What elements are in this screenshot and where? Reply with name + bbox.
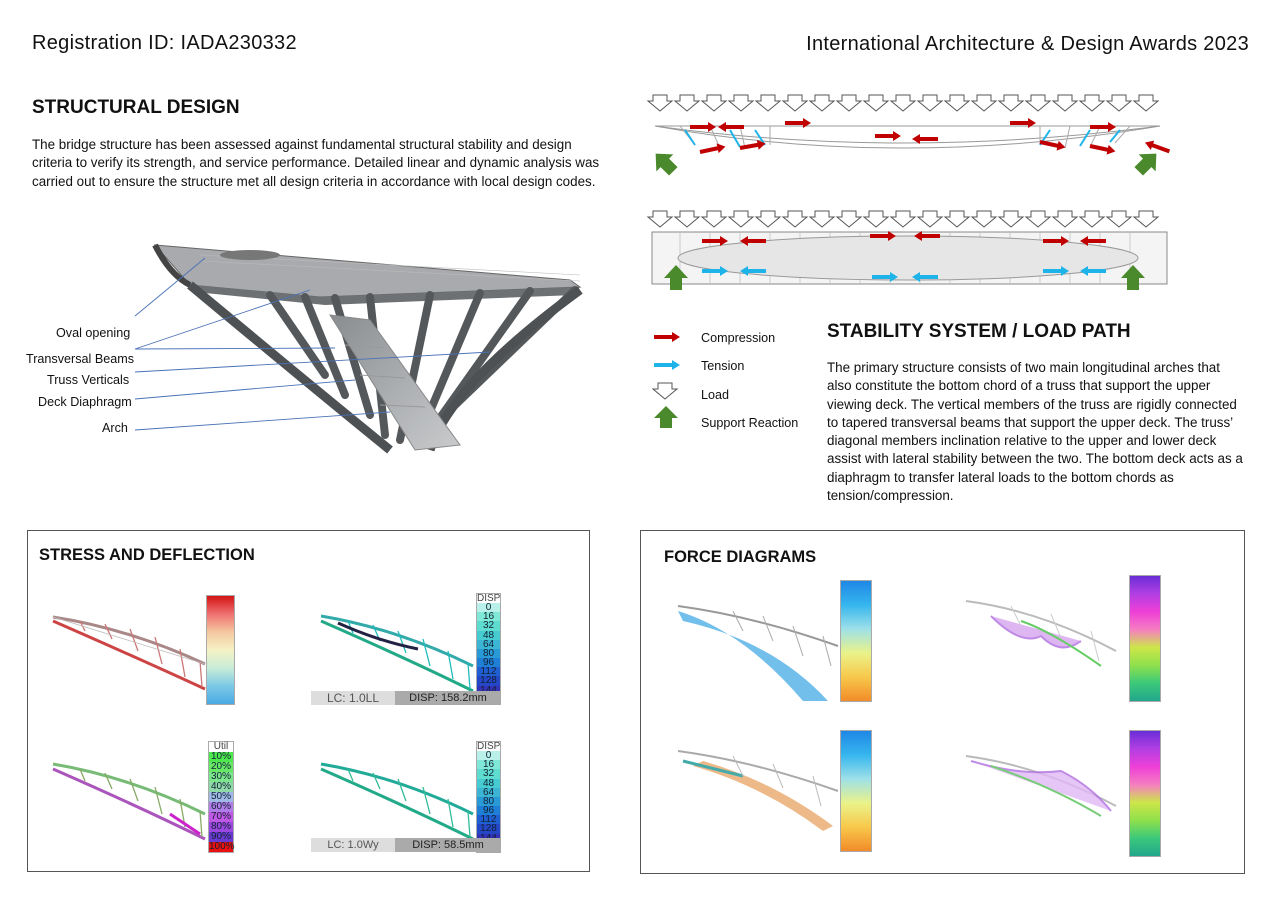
scale-value: 32 — [477, 769, 500, 779]
scale-value: 0 — [477, 603, 500, 613]
load-path-diagrams — [647, 94, 1172, 290]
scale-value: 20% — [209, 761, 233, 772]
axial-force-model-2 — [677, 750, 839, 831]
scale-value: 112 — [477, 667, 500, 677]
scale-header: DISP — [477, 741, 501, 752]
legend-tension-label: Tension — [701, 359, 745, 373]
axial-scale-2 — [840, 730, 872, 852]
legend-tension: Tension — [652, 359, 744, 374]
legend-compression-label: Compression — [701, 331, 776, 345]
tension-arrow-icon — [654, 360, 680, 370]
scale-value: 90% — [209, 831, 233, 842]
load-arrow-icon — [651, 382, 679, 400]
scale-value: 96 — [477, 806, 500, 816]
scale-value: 32 — [477, 621, 500, 631]
force-diagrams-panel: FORCE DIAGRAMS — [640, 530, 1245, 874]
registration-id: Registration ID: IADA230332 — [32, 32, 297, 54]
scale-value: 10% — [209, 751, 233, 762]
scale-value: 40% — [209, 781, 233, 792]
lc-wy-label: LC: 1.0Wy — [311, 838, 395, 852]
disp-scale-wy: DISP0163248648096112128144160 — [476, 741, 501, 853]
moment-model-1 — [965, 600, 1117, 667]
scale-value: 48 — [477, 778, 500, 788]
moment-model-2 — [965, 755, 1117, 817]
disp-model-ll — [320, 614, 474, 693]
scale-value: 100% — [209, 841, 235, 852]
scale-value: 30% — [209, 771, 233, 782]
label-pointers — [134, 257, 491, 431]
structural-design-title: STRUCTURAL DESIGN — [32, 97, 240, 118]
scale-value: 144 — [477, 685, 500, 695]
label-arch: Arch — [102, 421, 128, 435]
legend-load-label: Load — [701, 388, 730, 402]
structural-design-text: The bridge structure has been assessed a… — [32, 137, 600, 189]
legend-compression: Compression — [652, 331, 775, 346]
util-model — [52, 762, 206, 841]
scale-value: 80 — [477, 796, 500, 807]
scale-value: 60% — [209, 801, 233, 812]
legend-load: Load — [651, 381, 729, 404]
force-panel-title: FORCE DIAGRAMS — [664, 548, 817, 566]
stress-panel-title: STRESS AND DEFLECTION — [39, 546, 255, 564]
legend-support: Support Reaction — [652, 405, 798, 432]
lc-bar-ll: LC: 1.0LL DISP: 158.2mm — [311, 691, 501, 705]
scale-value: 16 — [477, 612, 500, 622]
moment-scale-1 — [1129, 575, 1161, 702]
stability-title: STABILITY SYSTEM / LOAD PATH — [827, 321, 1131, 342]
label-truss-verticals: Truss Verticals — [47, 373, 130, 387]
scale-value: 80% — [209, 821, 233, 832]
award-title: International Architecture & Design Awar… — [806, 33, 1249, 55]
scale-header: DISP — [477, 593, 501, 604]
scale-value: 128 — [477, 824, 500, 834]
lc-bar-wy: LC: 1.0Wy DISP: 58.5mm — [311, 838, 501, 852]
label-oval-opening: Oval opening — [56, 326, 131, 340]
scale-value: 50% — [209, 791, 233, 802]
moment-scale-2 — [1129, 730, 1161, 857]
disp-model-wy — [320, 762, 474, 841]
axial-force-model-1 — [677, 605, 839, 701]
stress-scale-1 — [206, 595, 235, 705]
compression-arrow-icon — [654, 332, 680, 342]
scale-value: 96 — [477, 658, 500, 668]
bridge-3d-illustration — [152, 243, 583, 454]
label-transversal-beams: Transversal Beams — [26, 352, 135, 366]
scale-value: 16 — [477, 760, 500, 770]
scale-value: 64 — [477, 787, 500, 797]
disp-ll-label: DISP: 158.2mm — [395, 691, 501, 705]
stability-text: The primary structure consists of two ma… — [827, 360, 1243, 504]
support-reaction-icon — [654, 406, 678, 428]
scale-value: 112 — [477, 815, 500, 825]
scale-value: 0 — [477, 751, 500, 761]
scale-value: 70% — [209, 811, 233, 822]
disp-wy-label: DISP: 58.5mm — [395, 838, 501, 852]
disp-scale-ll: DISP0163248648096112128144160 — [476, 593, 501, 705]
scale-value: 128 — [477, 676, 500, 686]
scale-header: Util — [209, 742, 233, 752]
legend-support-label: Support Reaction — [701, 416, 799, 430]
stress-model-1 — [52, 615, 206, 691]
scale-value: 80 — [477, 648, 500, 659]
lc-ll-label: LC: 1.0LL — [311, 691, 395, 705]
scale-value: 48 — [477, 630, 500, 640]
load-arrows-row1 — [647, 94, 1159, 112]
label-deck-diaphragm: Deck Diaphragm — [38, 395, 132, 409]
scale-value: 64 — [477, 639, 500, 649]
axial-scale-1 — [840, 580, 872, 702]
